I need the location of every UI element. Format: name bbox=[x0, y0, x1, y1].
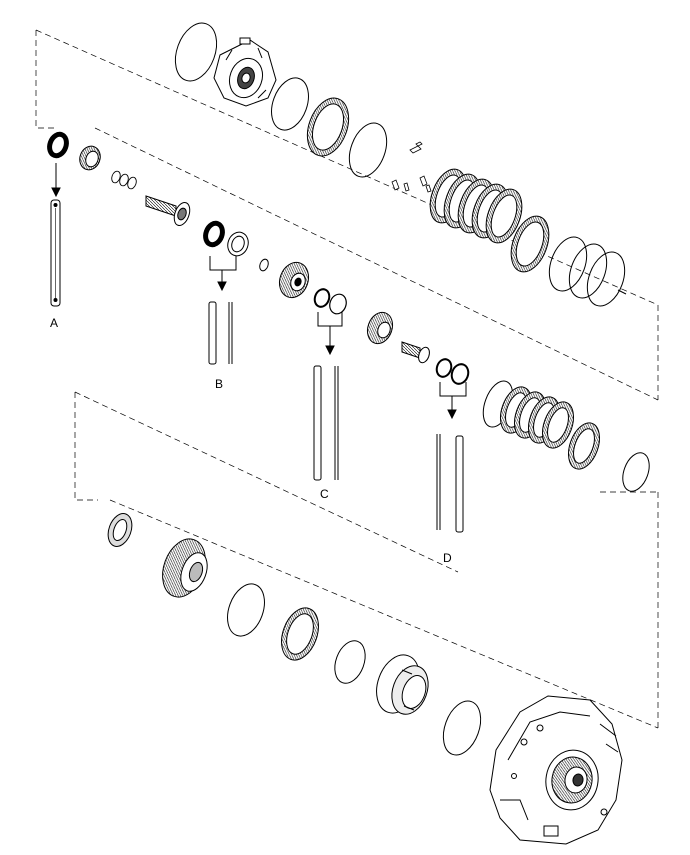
seal-tool-a bbox=[50, 199, 61, 307]
seal-ring-c bbox=[313, 288, 347, 315]
clutch-hub-upper bbox=[306, 97, 350, 157]
clutch-pack-upper bbox=[429, 168, 550, 273]
pump-housing bbox=[213, 37, 277, 107]
upper-assembly-dashed-outline bbox=[35, 29, 659, 401]
seal-ring-a bbox=[47, 131, 69, 159]
clutch-drum-lower bbox=[376, 654, 429, 715]
seal-ring-b bbox=[203, 220, 249, 257]
thrust-washer-lower bbox=[107, 513, 133, 547]
snap-ring-large-1 bbox=[174, 22, 218, 82]
snap-ring-lower-2 bbox=[334, 640, 366, 684]
snap-rings-upper-right bbox=[548, 236, 627, 307]
callout-arrow-c bbox=[317, 312, 343, 356]
gear-center bbox=[366, 311, 394, 345]
sun-gear-shaft bbox=[401, 341, 430, 364]
callout-label-b: B bbox=[215, 377, 224, 391]
small-ring-mid bbox=[259, 258, 269, 272]
o-rings-small bbox=[111, 170, 137, 190]
callout-label-c: C bbox=[320, 487, 329, 501]
snap-ring-lower-right bbox=[622, 452, 650, 492]
callout-label-a: A bbox=[50, 316, 59, 330]
bearing-a bbox=[79, 145, 101, 171]
output-gear bbox=[162, 538, 208, 598]
input-shaft bbox=[145, 195, 191, 227]
transmission-case bbox=[489, 695, 623, 845]
planetary-carrier bbox=[278, 261, 310, 299]
snap-ring-lower-1 bbox=[227, 583, 265, 637]
small-pins-group bbox=[391, 141, 432, 193]
callout-arrow-d bbox=[439, 382, 467, 420]
clutch-hub-lower bbox=[281, 607, 319, 661]
seal-ring-d bbox=[435, 358, 470, 385]
clutch-pack-lower bbox=[482, 380, 601, 470]
callout-arrow-b bbox=[209, 256, 237, 292]
snap-ring-lower-3 bbox=[442, 700, 482, 756]
snap-ring-large-3 bbox=[348, 122, 388, 178]
callout-arrow-a bbox=[51, 163, 61, 198]
seal-tool-c bbox=[313, 365, 339, 481]
callout-label-d: D bbox=[443, 551, 452, 565]
lower-assembly-dashed-outline bbox=[74, 391, 659, 729]
seal-tool-d bbox=[436, 434, 464, 533]
snap-ring-large-2 bbox=[271, 77, 309, 131]
seal-tool-b bbox=[208, 301, 233, 365]
